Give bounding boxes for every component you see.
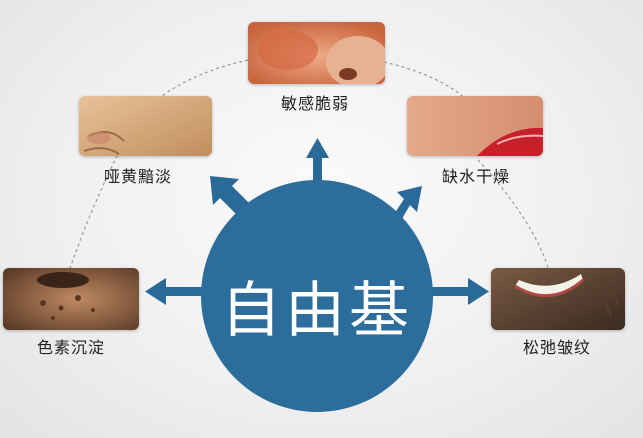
- face-spots-image: [3, 268, 139, 330]
- nose-closeup-image: [248, 22, 385, 84]
- caption-pigment: 色素沉淀: [37, 338, 106, 357]
- photo-sensitive-skin: [248, 22, 385, 84]
- center-label-free-radical: 自由基: [221, 276, 413, 346]
- arrow-right: [430, 278, 489, 305]
- caption-dryness: 缺水干燥: [442, 167, 511, 186]
- photo-dry-skin: [407, 96, 543, 156]
- center-circle: [201, 180, 433, 412]
- cheek-closeup-image: [79, 96, 212, 156]
- lips-closeup-image: [407, 96, 543, 156]
- arrow-left: [145, 278, 204, 305]
- dashed-ring-connector: [69, 59, 549, 269]
- photo-pigmentation: [3, 268, 139, 330]
- photo-wrinkles: [491, 268, 625, 330]
- arrow-up: [306, 138, 329, 186]
- smile-wrinkles-image: [491, 268, 625, 330]
- caption-dullness: 哑黄黯淡: [104, 167, 173, 186]
- photo-dull-skin: [79, 96, 212, 156]
- caption-wrinkles: 松弛皱纹: [523, 338, 592, 357]
- caption-sensitive: 敏感脆弱: [281, 94, 350, 113]
